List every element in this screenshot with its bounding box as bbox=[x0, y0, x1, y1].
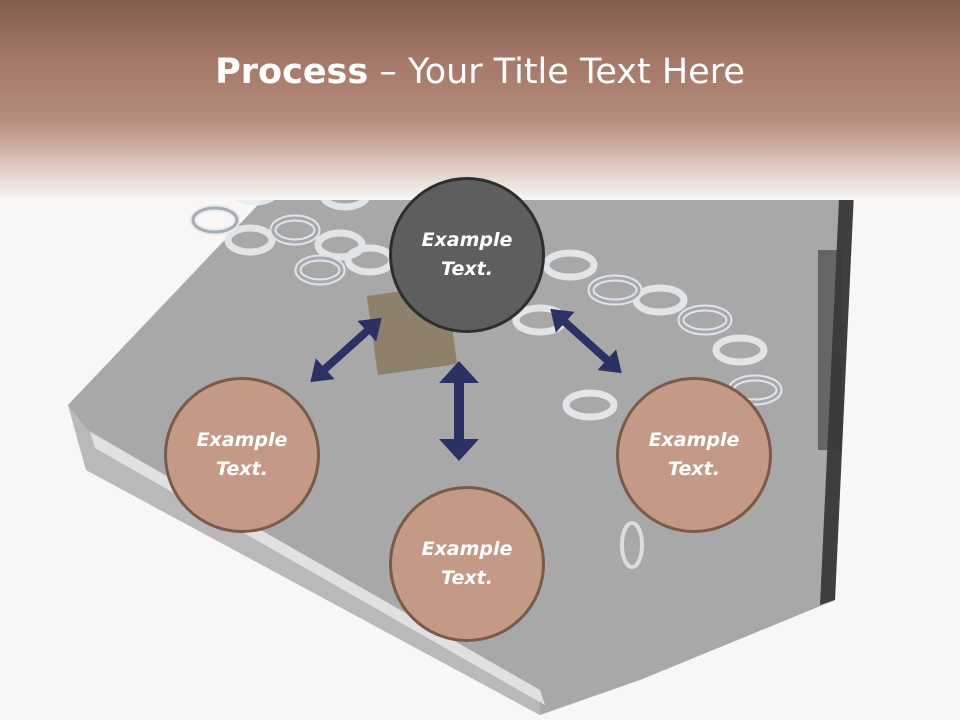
title-rest: – Your Title Text Here bbox=[368, 52, 745, 92]
node-left-line2: Text. bbox=[216, 458, 268, 480]
node-right-line1: Example bbox=[648, 429, 740, 451]
node-right-line2: Text. bbox=[668, 458, 720, 480]
node-top-line2: Text. bbox=[441, 258, 493, 280]
node-bottom: Example Text. bbox=[389, 486, 545, 642]
node-bottom-line2: Text. bbox=[441, 567, 493, 589]
double-arrow-upper-right bbox=[550, 308, 622, 374]
node-top-line1: Example bbox=[421, 229, 513, 251]
double-arrow-upper-left bbox=[310, 317, 382, 383]
node-top: Example Text. bbox=[389, 177, 545, 333]
header-band bbox=[0, 0, 960, 200]
slide-title: Process – Your Title Text Here bbox=[0, 52, 960, 92]
double-arrow-vertical bbox=[439, 361, 479, 461]
node-bottom-line1: Example bbox=[421, 538, 513, 560]
node-right: Example Text. bbox=[616, 377, 772, 533]
node-left-line1: Example bbox=[196, 429, 288, 451]
node-left: Example Text. bbox=[164, 377, 320, 533]
title-bold: Process bbox=[215, 52, 369, 92]
